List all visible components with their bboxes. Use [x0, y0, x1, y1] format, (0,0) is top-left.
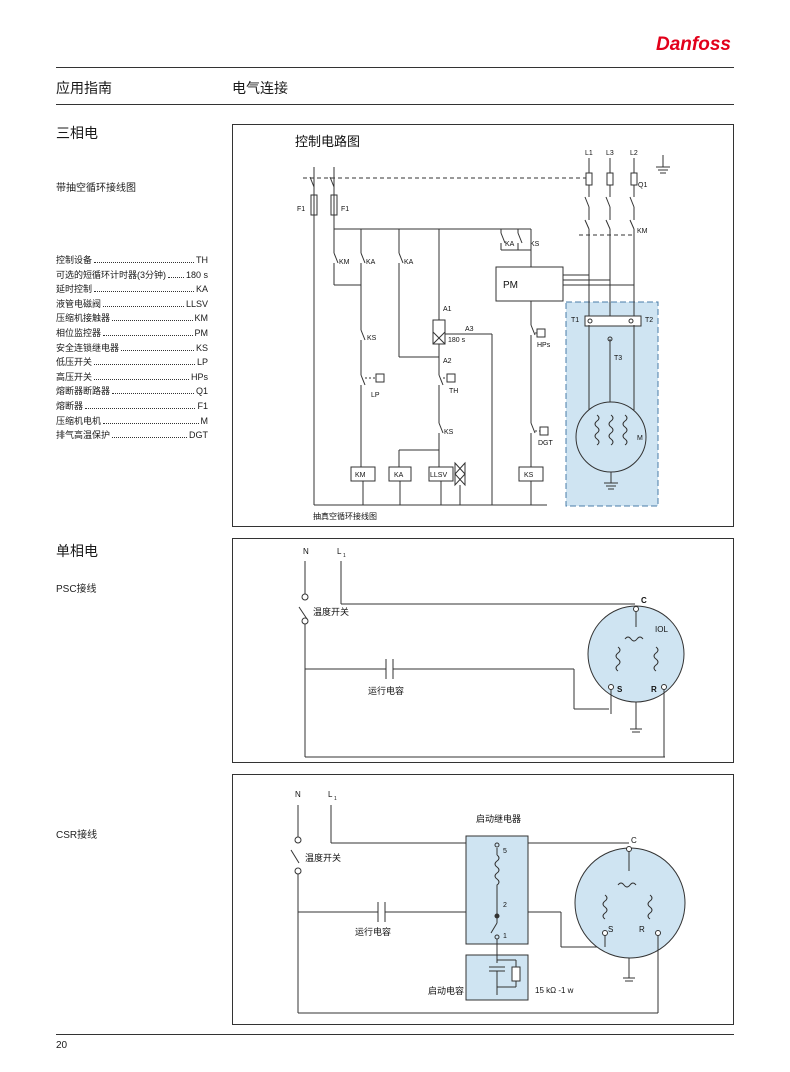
- timer-relay: A1 A2 A3 180 s TH KS: [398, 229, 493, 505]
- svg-text:N: N: [303, 547, 309, 556]
- svg-text:M: M: [637, 435, 643, 442]
- svg-text:PM: PM: [503, 280, 518, 291]
- svg-text:KA: KA: [394, 472, 404, 479]
- svg-text:KS: KS: [530, 241, 540, 248]
- csr-schematic: N L 1 温度开关 运行电容 启动继电器 5 2 1 15 kΩ -1 w 启…: [290, 790, 686, 1014]
- svg-text:IOL: IOL: [655, 625, 668, 634]
- svg-text:S: S: [608, 925, 613, 934]
- svg-text:2: 2: [503, 902, 507, 909]
- svg-text:KM: KM: [355, 472, 366, 479]
- csr-diagram: N L 1 温度开关 运行电容 启动继电器 5 2 1 15 kΩ -1 w 启…: [232, 774, 734, 1025]
- svg-text:F1: F1: [341, 206, 349, 213]
- header-right: 电气连接: [232, 80, 288, 96]
- pm-box: [495, 266, 564, 302]
- single-phase-title: 单相电: [56, 543, 98, 559]
- svg-text:A1: A1: [443, 306, 452, 313]
- svg-text:KA: KA: [404, 259, 414, 266]
- svg-text:LP: LP: [371, 392, 380, 399]
- svg-text:180 s: 180 s: [448, 337, 466, 344]
- svg-text:KM: KM: [339, 259, 350, 266]
- coils: KM KA LLSV KS: [350, 461, 544, 505]
- svg-text:KS: KS: [524, 472, 534, 479]
- brand-logo: Danfoss: [652, 28, 736, 58]
- svg-text:C: C: [631, 836, 637, 845]
- power-lines: L1 L3 L2 Q1 KM: [303, 150, 670, 325]
- csr-label: CSR接线: [56, 830, 98, 841]
- danfoss-logo: Danfoss: [656, 34, 731, 55]
- page-number: 20: [56, 1040, 68, 1051]
- three-phase-subtitle: 带抽空循环接线图: [56, 183, 136, 194]
- diagram-title: 控制电路图: [295, 134, 360, 149]
- three-phase-diagram: 控制电路图 L1 L3 L2 Q1 KM: [232, 124, 734, 527]
- svg-text:KS: KS: [367, 335, 377, 342]
- svg-text:5: 5: [503, 848, 507, 855]
- svg-text:1: 1: [343, 553, 346, 559]
- svg-text:N: N: [295, 790, 301, 799]
- svg-text:S: S: [617, 685, 623, 694]
- legend-item: 可选的短循环计时器(3分钟)180 s: [56, 269, 208, 280]
- svg-text:A3: A3: [465, 326, 474, 333]
- control-rails: F1 F1: [297, 167, 547, 506]
- svg-text:DGT: DGT: [538, 440, 554, 447]
- svg-text:KA: KA: [366, 259, 376, 266]
- svg-text:KM: KM: [637, 228, 648, 235]
- svg-text:R: R: [651, 685, 657, 694]
- svg-text:L: L: [337, 547, 342, 556]
- svg-text:C: C: [641, 596, 647, 605]
- svg-text:启动继电器: 启动继电器: [476, 813, 521, 824]
- svg-text:R: R: [639, 925, 645, 934]
- svg-text:Q1: Q1: [638, 182, 647, 189]
- svg-text:KS: KS: [444, 429, 454, 436]
- svg-text:L2: L2: [630, 150, 638, 157]
- svg-text:运行电容: 运行电容: [368, 685, 404, 696]
- svg-text:L: L: [328, 790, 333, 799]
- svg-text:A2: A2: [443, 358, 452, 365]
- svg-text:T3: T3: [614, 355, 622, 362]
- svg-text:T1: T1: [571, 317, 579, 324]
- svg-text:启动电容: 启动电容: [428, 985, 464, 996]
- safety-chain: HPs DGT: [530, 324, 554, 467]
- svg-text:F1: F1: [297, 206, 305, 213]
- svg-text:LLSV: LLSV: [430, 472, 447, 479]
- csr-motor: [574, 847, 686, 959]
- svg-text:15 kΩ -1 w: 15 kΩ -1 w: [535, 986, 574, 995]
- svg-text:TH: TH: [449, 388, 458, 395]
- logo-text: Danfoss: [656, 34, 731, 55]
- svg-text:HPs: HPs: [537, 342, 551, 349]
- psc-label: PSC接线: [56, 584, 97, 595]
- header-left: 应用指南: [56, 80, 112, 96]
- svg-text:1: 1: [334, 796, 337, 802]
- motor-windings: T1 T2 T3 M: [571, 315, 653, 490]
- svg-text:温度开关: 温度开关: [305, 852, 341, 863]
- ka-ks-contacts: KA KS PM: [495, 229, 634, 325]
- three-phase-title: 三相电: [56, 125, 98, 141]
- psc-diagram: N L 1 温度开关 运行电容 C IOL S R: [232, 538, 734, 763]
- psc-schematic: N L 1 温度开关 运行电容 C IOL S R: [298, 547, 685, 758]
- three-phase-schematic: 控制电路图 L1 L3 L2 Q1 KM: [295, 134, 670, 521]
- svg-text:运行电容: 运行电容: [355, 926, 391, 937]
- diagram-caption: 抽真空循环接线图: [313, 511, 377, 521]
- aux-contacts: KM KA KA KS LP: [333, 229, 414, 467]
- svg-text:L1: L1: [585, 150, 593, 157]
- svg-text:温度开关: 温度开关: [313, 606, 349, 617]
- svg-text:T2: T2: [645, 317, 653, 324]
- svg-text:KA: KA: [505, 241, 515, 248]
- svg-text:1: 1: [503, 933, 507, 940]
- svg-text:L3: L3: [606, 150, 614, 157]
